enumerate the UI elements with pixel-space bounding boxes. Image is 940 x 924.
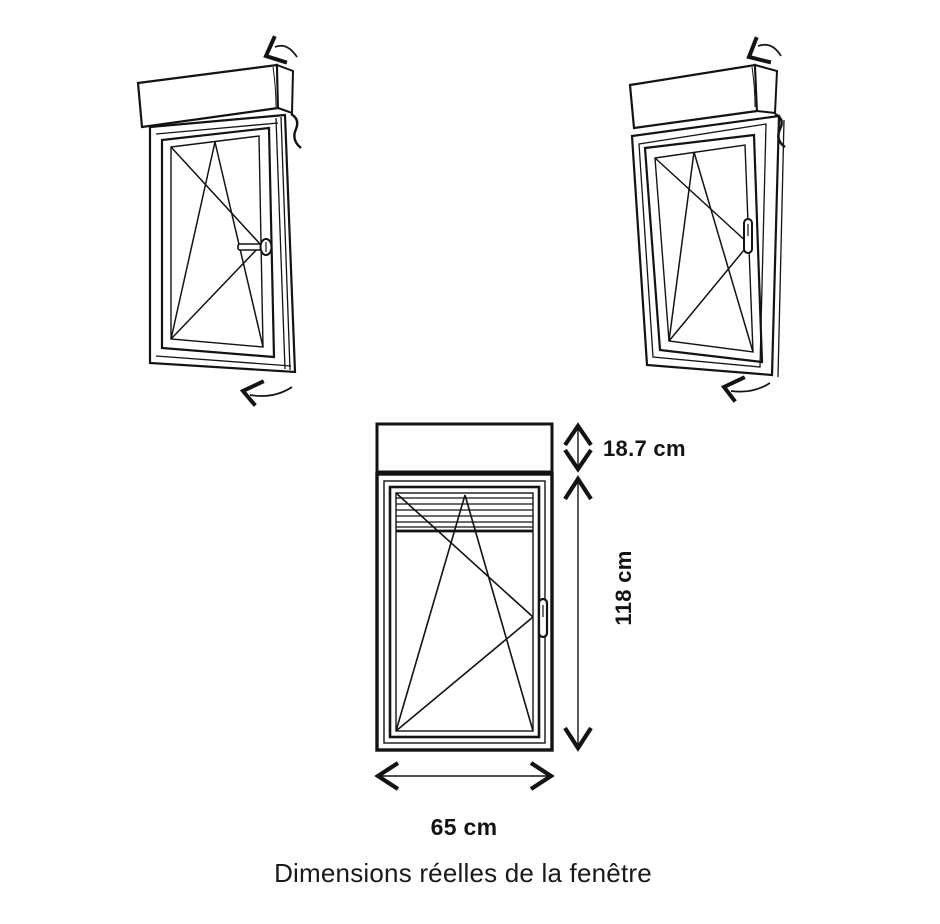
open-window-sketch bbox=[136, 35, 302, 407]
opening-symbol bbox=[654, 151, 754, 353]
swing-arrow-icon bbox=[720, 375, 771, 403]
window-handle-icon bbox=[237, 238, 273, 256]
figure-caption: Dimensions réelles de la fenêtre bbox=[274, 858, 652, 888]
window-frame bbox=[630, 114, 785, 378]
roller-shutter-box bbox=[375, 422, 554, 474]
window-handle-icon bbox=[743, 218, 753, 254]
box-height-dimension-line bbox=[563, 422, 593, 473]
squiggle-cord-icon bbox=[290, 112, 302, 149]
shutter-slats bbox=[396, 497, 533, 533]
rotation-arrow-icon bbox=[263, 35, 298, 65]
window-height-label: 118 cm bbox=[611, 550, 636, 626]
roller-shutter-box bbox=[136, 63, 295, 129]
window-elevation-diagram bbox=[374, 422, 593, 791]
window-width-dimension-line bbox=[374, 761, 555, 791]
window-width-label: 65 cm bbox=[430, 814, 498, 840]
opening-symbol bbox=[395, 492, 534, 732]
swing-arrow-icon bbox=[239, 379, 293, 407]
window-height-dimension-line bbox=[563, 475, 593, 752]
window-handle-icon bbox=[537, 597, 549, 639]
box-height-label: 18.7 cm bbox=[603, 436, 686, 461]
rotation-arrow-icon bbox=[746, 36, 782, 65]
roller-shutter-box bbox=[628, 63, 779, 130]
tilted-window-sketch bbox=[628, 36, 786, 403]
window-frame bbox=[148, 113, 297, 374]
